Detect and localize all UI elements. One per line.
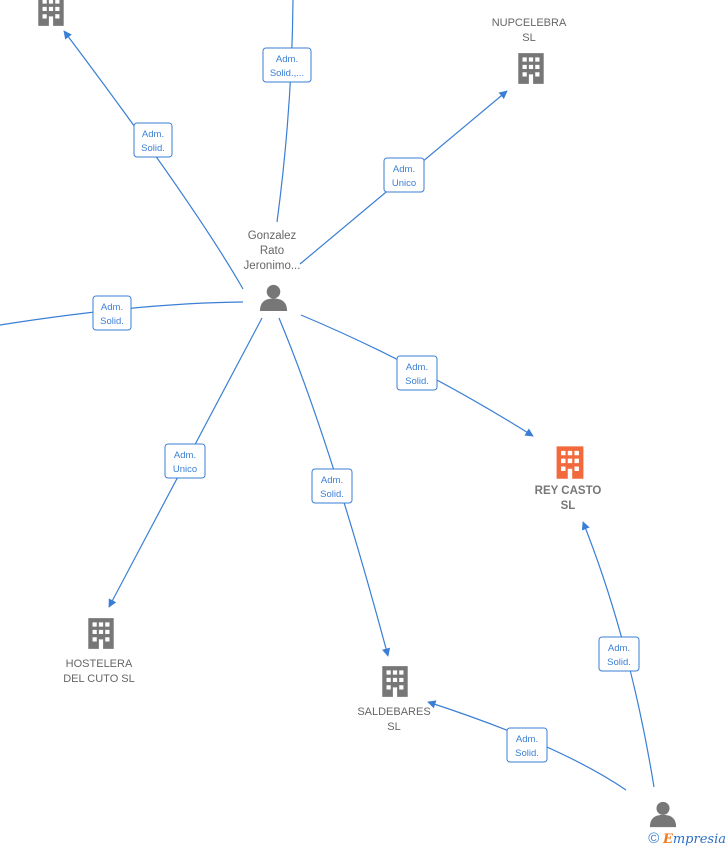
edge-label-e2[interactable]: Adm. Solid.,...	[262, 47, 312, 83]
building-icon	[518, 53, 544, 84]
node-label-line: REY CASTO	[535, 485, 602, 497]
edge-label-e9[interactable]: Adm. Solid.	[506, 727, 548, 763]
edge-label-line: Solid.	[515, 748, 539, 759]
empresia-watermark: © Empresia	[648, 830, 726, 847]
edge-label-e5[interactable]: Adm. Solid.	[396, 355, 438, 391]
building-icon	[382, 666, 408, 697]
building-icon	[88, 618, 114, 649]
edge-label-line: Solid.,...	[270, 68, 304, 79]
edge-to-offpage-top	[276, 0, 294, 223]
person-icon	[649, 801, 677, 828]
node-label-line: HOSTELERA	[66, 658, 133, 670]
edge-label-line: Unico	[173, 464, 197, 475]
brand-initial: E	[662, 832, 673, 847]
copyright-symbol: ©	[648, 830, 660, 847]
edge-label-line: Adm.	[608, 643, 630, 654]
edge-label-line: Unico	[392, 178, 416, 189]
building-icon	[556, 446, 584, 479]
nodes: Gonzalez Rato Jeronimo... NUPCELEBRA SL …	[38, 0, 677, 828]
brand-logo: Empresia	[663, 832, 726, 847]
edge-label-line: Solid.	[100, 316, 124, 327]
node-label-line: SL	[561, 500, 576, 512]
edge-label-e6[interactable]: Adm. Unico	[164, 443, 206, 479]
person-icon	[259, 284, 288, 312]
edge-labels: Adm. Solid. Adm. Solid.,... Adm. Unico A…	[92, 47, 640, 763]
edge-label-e4[interactable]: Adm. Solid.	[92, 295, 132, 331]
edge-label-e3[interactable]: Adm. Unico	[383, 157, 425, 193]
node-person-bottom-right[interactable]	[649, 801, 677, 828]
edge-label-e8[interactable]: Adm. Solid.	[598, 636, 640, 672]
edges	[0, 0, 655, 791]
edge-label-line: Adm.	[321, 475, 343, 486]
node-company-top-left[interactable]	[38, 0, 64, 26]
edge-label-line: Adm.	[142, 129, 164, 140]
node-company-saldebares[interactable]: SALDEBARES SL	[357, 666, 431, 733]
edge-label-line: Solid.	[607, 657, 631, 668]
edge-label-line: Adm.	[276, 54, 298, 65]
edge-label-line: Solid.	[141, 143, 165, 154]
node-label-line: DEL CUTO SL	[63, 673, 135, 685]
edge-label-e7[interactable]: Adm. Solid.	[311, 468, 353, 504]
node-person-main[interactable]: Gonzalez Rato Jeronimo...	[244, 230, 301, 312]
edge-label-line: Solid.	[405, 376, 429, 387]
node-label-line: SL	[387, 721, 400, 733]
edge-to-top-left-company	[63, 30, 244, 290]
building-icon	[38, 0, 64, 26]
node-label-line: Rato	[260, 245, 284, 257]
node-label-line: SALDEBARES	[357, 706, 430, 718]
node-company-rey-casto[interactable]: REY CASTO SL	[535, 446, 602, 512]
node-label-line: Gonzalez	[248, 230, 297, 242]
edge-to-saldebares	[278, 317, 391, 657]
edge-label-line: Adm.	[406, 362, 428, 373]
edge-label-line: Adm.	[393, 164, 415, 175]
node-label-line: Jeronimo...	[244, 260, 301, 272]
node-label-line: SL	[522, 32, 535, 44]
node-label-line: NUPCELEBRA	[492, 17, 567, 29]
brand-rest: mpresia	[672, 832, 726, 847]
edge-label-line: Adm.	[516, 734, 538, 745]
node-company-hostelera[interactable]: HOSTELERA DEL CUTO SL	[63, 618, 135, 685]
edge-label-e1[interactable]: Adm. Solid.	[133, 122, 173, 158]
edge-label-line: Solid.	[320, 489, 344, 500]
node-company-nupcelebra[interactable]: NUPCELEBRA SL	[492, 17, 567, 84]
edge-label-line: Adm.	[101, 302, 123, 313]
edge-label-line: Adm.	[174, 450, 196, 461]
